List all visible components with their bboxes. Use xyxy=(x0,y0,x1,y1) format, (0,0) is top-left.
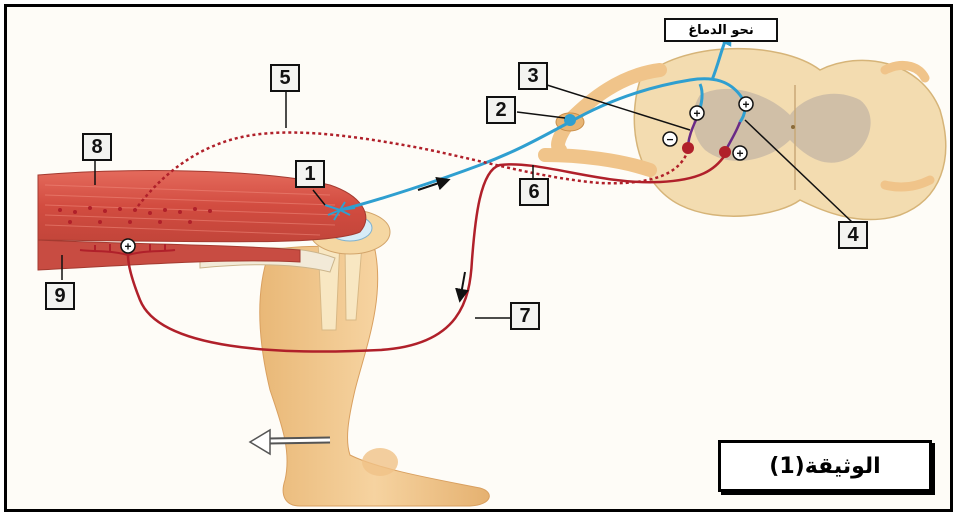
efferent-arrow xyxy=(460,272,465,300)
plus-sign-motor: + xyxy=(733,146,747,161)
label-1: 1 xyxy=(295,160,325,188)
label-7: 7 xyxy=(510,302,540,330)
motor-cell-body xyxy=(719,146,731,158)
ventral-root xyxy=(545,155,650,170)
plus-sign-top: + xyxy=(739,97,753,112)
label-6: 6 xyxy=(519,178,549,206)
label-5: 5 xyxy=(270,64,300,92)
label-8: 8 xyxy=(82,133,112,161)
svg-text:+: + xyxy=(124,240,131,254)
flexor-muscle xyxy=(38,240,300,270)
to-brain-label: نحو الدماغ xyxy=(664,18,778,42)
leg xyxy=(260,240,489,506)
document-title: الوثيقة(1) xyxy=(718,440,932,492)
label-9: 9 xyxy=(45,282,75,310)
ankle xyxy=(362,448,398,476)
spinal-cord xyxy=(545,49,946,220)
svg-text:+: + xyxy=(736,147,743,161)
svg-text:+: + xyxy=(693,107,700,121)
central-canal xyxy=(791,125,795,129)
svg-text:+: + xyxy=(742,98,749,112)
svg-text:−: − xyxy=(666,133,673,147)
label-3: 3 xyxy=(518,62,548,90)
label-4: 4 xyxy=(838,221,868,249)
leader-2 xyxy=(517,112,565,118)
plus-sign-sensory: + xyxy=(690,106,704,121)
minus-sign-inhibitory: − xyxy=(663,132,677,147)
sensory-cell-body xyxy=(564,114,576,126)
label-2: 2 xyxy=(486,96,516,124)
plus-sign-muscle: + xyxy=(121,239,135,254)
